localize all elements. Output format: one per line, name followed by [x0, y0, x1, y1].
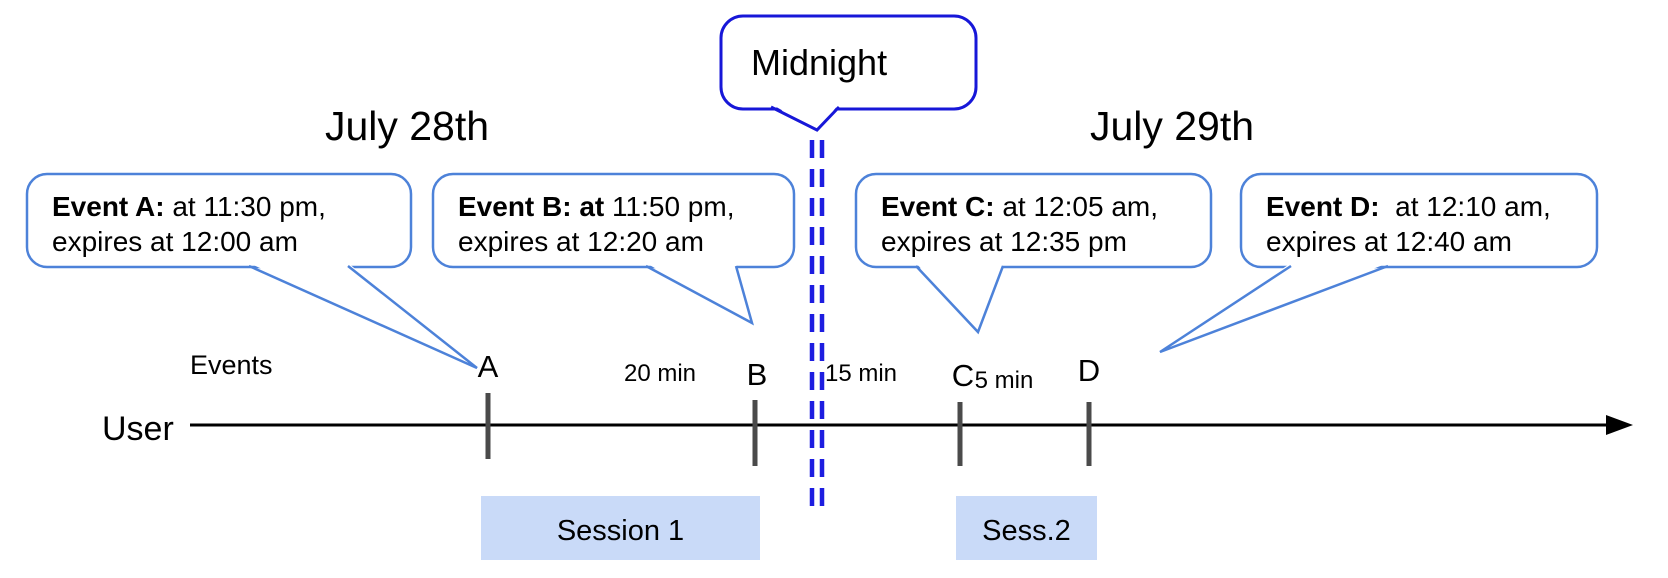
event-a-bubble: [25, 172, 413, 269]
event-d-bubble: [1239, 172, 1599, 269]
event-c-tail-outline: [915, 265, 1005, 335]
timeline-arrowhead-icon: [1606, 415, 1633, 435]
tick-label-d: D: [1077, 353, 1101, 388]
tick-label-b: B: [746, 357, 768, 392]
session2-label: Sess.2: [982, 514, 1071, 547]
event-b-line2: expires at 12:20 am: [458, 226, 704, 257]
event-c-line2: expires at 12:35 pm: [881, 226, 1127, 257]
event-b-bubble: [431, 172, 796, 269]
event-a-text: Event A: at 11:30 pm, expires at 12:00 a…: [52, 189, 326, 259]
event-d-tail-outline: [1159, 264, 1389, 354]
event-a-line2: expires at 12:00 am: [52, 226, 298, 257]
event-d-text: Event D: at 12:10 am, expires at 12:40 a…: [1266, 189, 1551, 259]
gap-label-5min: 5 min: [974, 367, 1034, 394]
tick-label-c: C: [951, 358, 975, 393]
event-d-line1: Event D: at 12:10 am,: [1266, 191, 1551, 222]
event-d-line2: expires at 12:40 am: [1266, 226, 1512, 257]
midnight-tail-outline: [770, 105, 841, 132]
user-axis-label: User: [102, 410, 174, 448]
event-c-bubble: [854, 172, 1213, 269]
event-b-tail-outline: [645, 264, 754, 326]
session1-label: Session 1: [556, 514, 685, 547]
date-header-july-28: July 28th: [324, 103, 490, 149]
gap-label-20min: 20 min: [623, 360, 697, 387]
midnight-bubble: [719, 14, 978, 111]
session1-box: [481, 496, 760, 560]
event-c-line1: Event C: at 12:05 am,: [881, 191, 1159, 222]
date-header-july-29: July 29th: [1089, 103, 1255, 149]
event-a-line1: Event A: at 11:30 pm,: [52, 191, 326, 222]
event-c-tail: [916, 263, 1003, 332]
event-c-text: Event C: at 12:05 am, expires at 12:35 p…: [881, 189, 1158, 259]
events-axis-label: Events: [190, 350, 273, 380]
gap-label-15min: 15 min: [824, 360, 898, 387]
event-a-tail-outline: [248, 264, 478, 370]
event-b-text: Event B: at 11:50 pm, expires at 12:20 a…: [458, 189, 734, 259]
event-b-line1: Event B: at 11:50 pm,: [458, 191, 735, 222]
midnight-label: Midnight: [751, 42, 888, 83]
tick-label-a: A: [477, 349, 499, 384]
session2-box: [956, 496, 1097, 560]
